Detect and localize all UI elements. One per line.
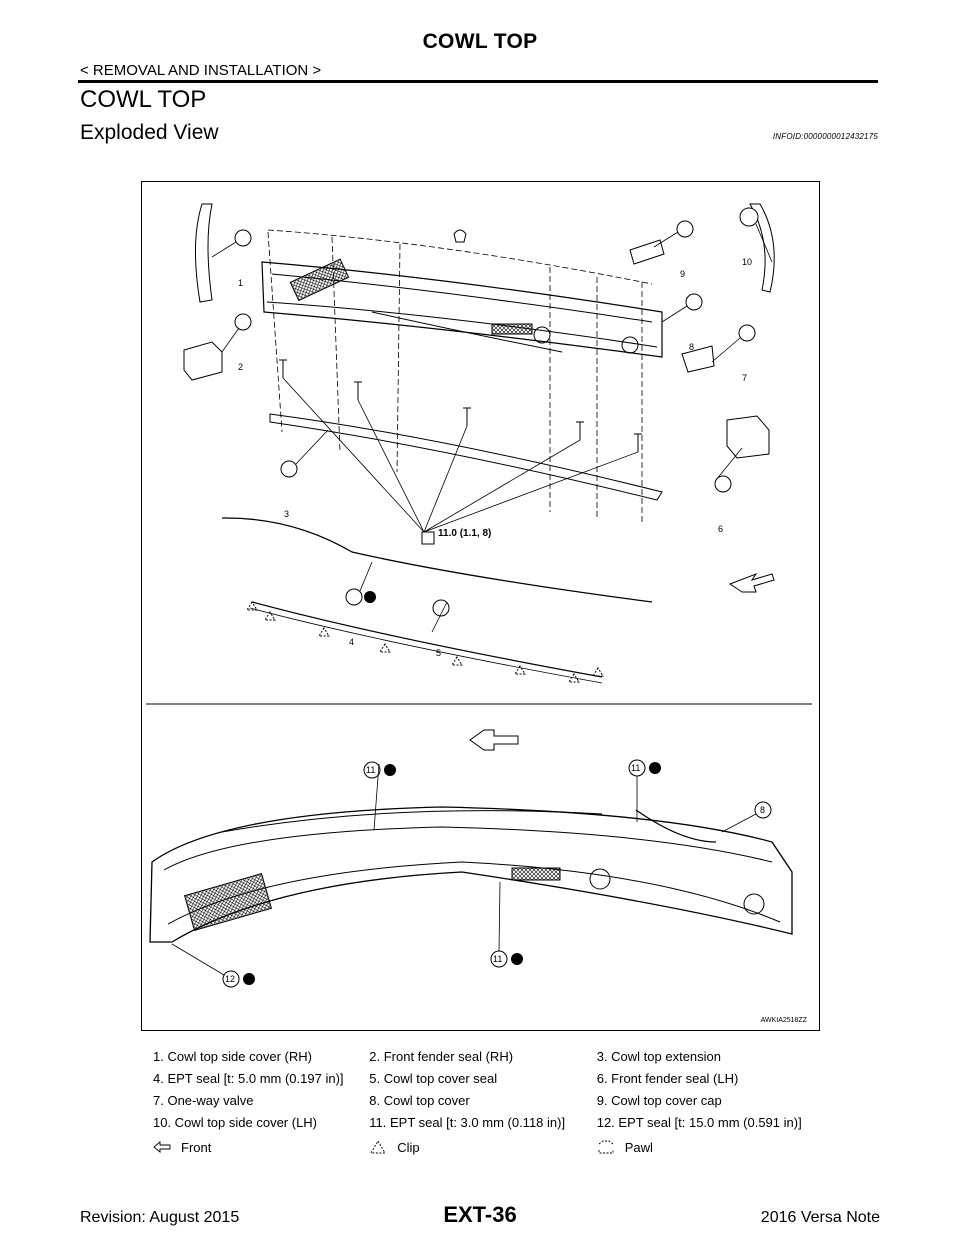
clip-icon bbox=[370, 1140, 387, 1154]
callout-3: 3 bbox=[284, 509, 290, 519]
pawl-icon bbox=[598, 1140, 614, 1154]
callout-8: 8 bbox=[689, 342, 695, 352]
exploded-view-drawing bbox=[146, 203, 812, 988]
symbol-front: Front bbox=[153, 1140, 369, 1155]
subsection-title: Exploded View bbox=[80, 121, 219, 144]
legend-item: 7. One-way valve bbox=[153, 1092, 254, 1108]
section-title: COWL TOP bbox=[80, 86, 207, 113]
legend-row: 7. One-way valve 8. Cowl top cover 9. Co… bbox=[153, 1089, 813, 1111]
callout-5: 5 bbox=[436, 648, 442, 658]
legend-item: 9. Cowl top cover cap bbox=[596, 1092, 722, 1108]
callout-9: 9 bbox=[680, 269, 686, 279]
footer-revision: Revision: August 2015 bbox=[80, 1209, 240, 1226]
legend-row: 1. Cowl top side cover (RH) 2. Front fen… bbox=[153, 1045, 813, 1067]
detail-callout-11-bottom: 11 bbox=[493, 954, 503, 964]
footer-model: 2016 Versa Note bbox=[760, 1209, 880, 1226]
header-rule bbox=[78, 80, 878, 83]
torque-spec: 11.0 (1.1, 8) bbox=[438, 528, 492, 539]
legend-item: 2. Front fender seal (RH) bbox=[369, 1048, 514, 1064]
callout-1: 1 bbox=[238, 278, 244, 288]
symbol-front-label: Front bbox=[181, 1139, 212, 1155]
callout-2: 2 bbox=[238, 362, 244, 372]
legend-item: 11. EPT seal [t: 3.0 mm (0.118 in)] bbox=[369, 1114, 566, 1130]
symbol-legend-row: Front Clip Pawl bbox=[153, 1135, 813, 1159]
detail-callout-11-left: 11 bbox=[366, 765, 376, 775]
detail-callout-8: 8 bbox=[760, 805, 766, 815]
detail-callout-11-right: 11 bbox=[631, 763, 641, 773]
footer-page-number: EXT-36 bbox=[443, 1202, 517, 1227]
callout-7: 7 bbox=[742, 373, 748, 383]
legend-row: 10. Cowl top side cover (LH) 11. EPT sea… bbox=[153, 1111, 813, 1133]
figure-code: AWKIA2518ZZ bbox=[760, 1017, 807, 1024]
legend-item: 5. Cowl top cover seal bbox=[369, 1070, 498, 1086]
legend-item: 8. Cowl top cover bbox=[369, 1092, 470, 1108]
legend-item: 4. EPT seal [t: 5.0 mm (0.197 in)] bbox=[153, 1070, 344, 1086]
callout-10: 10 bbox=[742, 257, 753, 267]
parts-legend: 1. Cowl top side cover (RH) 2. Front fen… bbox=[153, 1045, 813, 1159]
exploded-view-figure: 1 2 3 4 5 6 7 8 9 10 11.0 (1.1, 8) 11 11… bbox=[141, 181, 820, 1031]
callout-6: 6 bbox=[718, 524, 724, 534]
symbol-pawl: Pawl bbox=[597, 1139, 813, 1155]
symbol-clip-label: Clip bbox=[397, 1139, 420, 1155]
running-title: COWL TOP bbox=[422, 30, 538, 53]
legend-item: 3. Cowl top extension bbox=[596, 1048, 722, 1064]
breadcrumb: < REMOVAL AND INSTALLATION > bbox=[80, 62, 322, 79]
symbol-pawl-label: Pawl bbox=[624, 1139, 653, 1155]
legend-item: 6. Front fender seal (LH) bbox=[596, 1070, 739, 1086]
detail-callout-12: 12 bbox=[225, 974, 236, 984]
legend-item: 12. EPT seal [t: 15.0 mm (0.591 in)] bbox=[596, 1114, 802, 1130]
symbol-clip: Clip bbox=[369, 1139, 596, 1155]
info-id: INFOID:0000000012432175 bbox=[772, 132, 878, 141]
legend-row: 4. EPT seal [t: 5.0 mm (0.197 in)] 5. Co… bbox=[153, 1067, 813, 1089]
front-arrow-icon bbox=[153, 1141, 171, 1153]
callout-4: 4 bbox=[349, 637, 355, 647]
legend-item: 10. Cowl top side cover (LH) bbox=[153, 1114, 318, 1130]
legend-item: 1. Cowl top side cover (RH) bbox=[153, 1048, 312, 1064]
